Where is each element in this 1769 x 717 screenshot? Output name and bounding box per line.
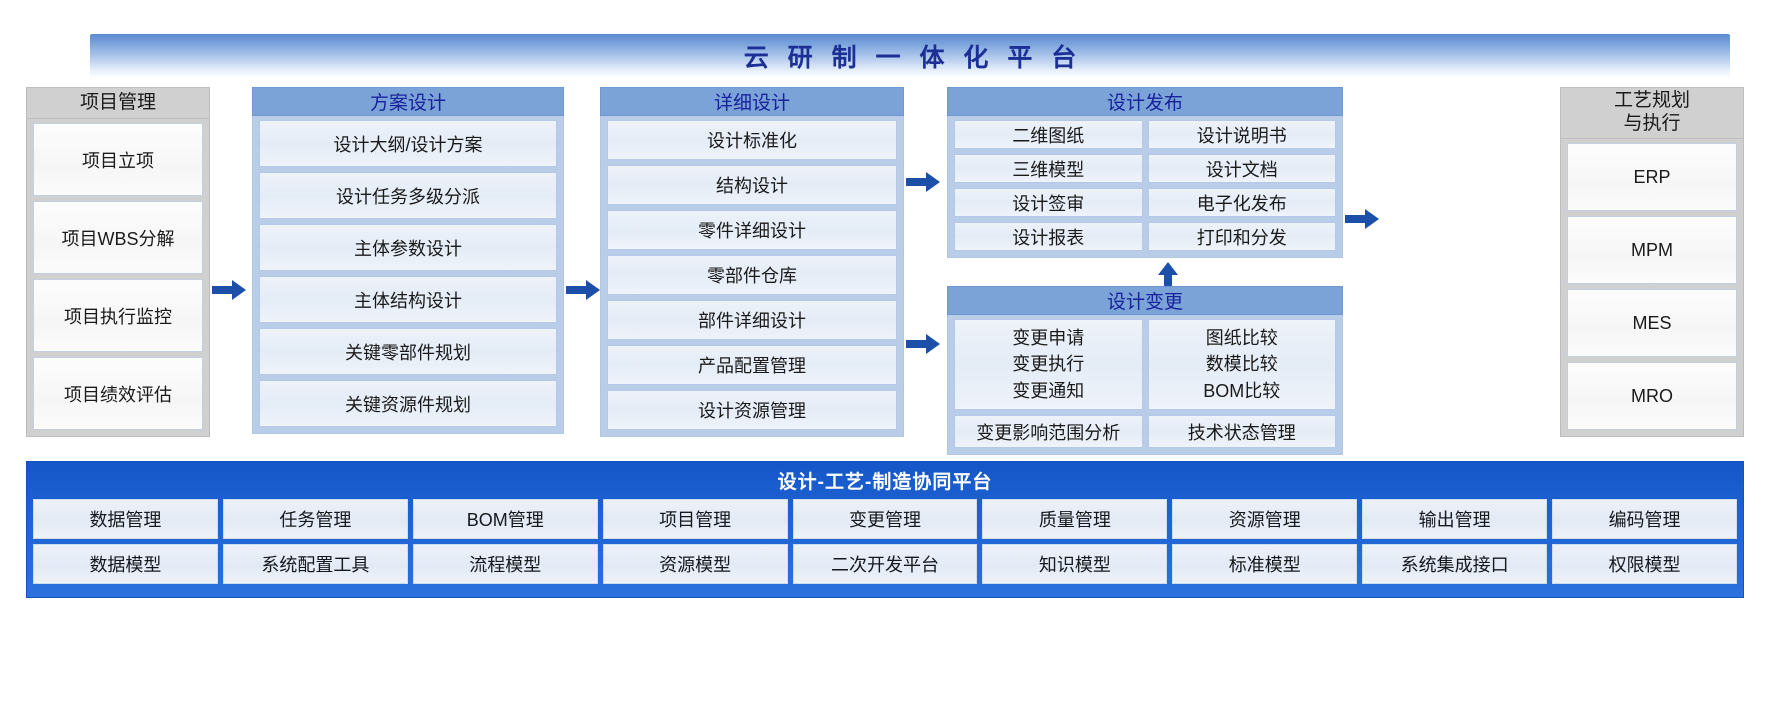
platform-r1-c1[interactable]: 数据管理	[33, 499, 218, 539]
arrow-release-to-process	[1345, 207, 1381, 231]
panel-project-management-body: 项目立项 项目WBS分解 项目执行监控 项目绩效评估	[26, 119, 210, 437]
panel-detail-design: 详细设计 设计标准化 结构设计 零件详细设计 零部件仓库 部件详细设计 产品配置…	[600, 87, 904, 437]
scheme-item-0[interactable]: 设计大纲/设计方案	[259, 120, 557, 167]
process-item-1[interactable]: MPM	[1567, 216, 1737, 284]
platform-r1-c9[interactable]: 编码管理	[1552, 499, 1738, 539]
scheme-item-3[interactable]: 主体结构设计	[259, 276, 557, 323]
release-left-item-2[interactable]: 设计签审	[954, 188, 1143, 217]
panel-project-management-title: 项目管理	[26, 87, 210, 119]
platform-r2-c9[interactable]: 权限模型	[1552, 544, 1738, 584]
release-right-item-0[interactable]: 设计说明书	[1147, 120, 1336, 149]
collaboration-platform: 设计-工艺-制造协同平台 数据管理 任务管理 BOM管理 项目管理 变更管理 质…	[26, 461, 1744, 598]
release-left-item-3[interactable]: 设计报表	[954, 222, 1143, 251]
scheme-item-5[interactable]: 关键资源件规划	[259, 380, 557, 427]
platform-r1-c6[interactable]: 质量管理	[982, 499, 1168, 539]
detail-item-1[interactable]: 结构设计	[607, 165, 897, 205]
release-right-column: 设计说明书 设计文档 电子化发布 打印和分发	[1147, 120, 1336, 251]
arrow-detail-to-change	[906, 332, 942, 356]
panel-design-change: 设计变更 变更申请 变更执行 变更通知 图纸比较 数模比较 BOM比较 变更影响…	[947, 286, 1343, 455]
platform-r1-c3[interactable]: BOM管理	[412, 499, 598, 539]
platform-r2-c6[interactable]: 知识模型	[982, 544, 1168, 584]
arrow-detail-to-release	[906, 170, 942, 194]
panel-design-release: 设计发布 二维图纸 三维模型 设计签审 设计报表 设计说明书 设计文档 电子化发…	[947, 87, 1343, 258]
release-grid: 二维图纸 三维模型 设计签审 设计报表 设计说明书 设计文档 电子化发布 打印和…	[954, 120, 1336, 251]
project-item-3[interactable]: 项目绩效评估	[33, 357, 203, 430]
release-right-item-1[interactable]: 设计文档	[1147, 154, 1336, 183]
release-right-item-2[interactable]: 电子化发布	[1147, 188, 1336, 217]
panel-scheme-design: 方案设计 设计大纲/设计方案 设计任务多级分派 主体参数设计 主体结构设计 关键…	[252, 87, 564, 434]
detail-item-4[interactable]: 部件详细设计	[607, 300, 897, 340]
platform-r2-c2[interactable]: 系统配置工具	[222, 544, 408, 584]
arrow-project-to-scheme	[212, 278, 248, 302]
process-item-3[interactable]: MRO	[1567, 362, 1737, 430]
panel-detail-design-body: 设计标准化 结构设计 零件详细设计 零部件仓库 部件详细设计 产品配置管理 设计…	[600, 116, 904, 437]
top-banner: 云 研 制 一 体 化 平 台	[90, 34, 1730, 78]
change-grid-bottom: 变更影响范围分析 技术状态管理	[954, 415, 1336, 448]
panel-process-planning-body: ERP MPM MES MRO	[1560, 139, 1744, 437]
platform-r2-c5[interactable]: 二次开发平台	[792, 544, 978, 584]
platform-r1-c8[interactable]: 输出管理	[1362, 499, 1548, 539]
release-left-item-0[interactable]: 二维图纸	[954, 120, 1143, 149]
panel-process-planning: 工艺规划 与执行 ERP MPM MES MRO	[1560, 87, 1744, 437]
arrow-scheme-to-detail	[566, 278, 602, 302]
platform-row-1: 数据管理 任务管理 BOM管理 项目管理 变更管理 质量管理 资源管理 输出管理…	[33, 499, 1738, 539]
panel-scheme-design-title: 方案设计	[252, 87, 564, 116]
project-item-0[interactable]: 项目立项	[33, 123, 203, 196]
change-grid-top: 变更申请 变更执行 变更通知 图纸比较 数模比较 BOM比较	[954, 319, 1336, 410]
panel-design-release-body: 二维图纸 三维模型 设计签审 设计报表 设计说明书 设计文档 电子化发布 打印和…	[947, 116, 1343, 258]
platform-r2-c1[interactable]: 数据模型	[33, 544, 218, 584]
platform-r2-c8[interactable]: 系统集成接口	[1362, 544, 1548, 584]
platform-r1-c7[interactable]: 资源管理	[1172, 499, 1358, 539]
change-technical-state[interactable]: 技术状态管理	[1147, 415, 1336, 448]
platform-r1-c5[interactable]: 变更管理	[792, 499, 978, 539]
panel-design-release-title: 设计发布	[947, 87, 1343, 116]
detail-item-5[interactable]: 产品配置管理	[607, 345, 897, 385]
scheme-item-1[interactable]: 设计任务多级分派	[259, 172, 557, 219]
detail-item-6[interactable]: 设计资源管理	[607, 390, 897, 430]
panel-design-change-body: 变更申请 变更执行 变更通知 图纸比较 数模比较 BOM比较 变更影响范围分析 …	[947, 315, 1343, 455]
change-request-group[interactable]: 变更申请 变更执行 变更通知	[954, 319, 1143, 410]
release-right-item-3[interactable]: 打印和分发	[1147, 222, 1336, 251]
change-impact-analysis[interactable]: 变更影响范围分析	[954, 415, 1143, 448]
panel-design-change-title: 设计变更	[947, 286, 1343, 315]
detail-item-0[interactable]: 设计标准化	[607, 120, 897, 160]
change-compare-group[interactable]: 图纸比较 数模比较 BOM比较	[1147, 319, 1336, 410]
project-item-1[interactable]: 项目WBS分解	[33, 201, 203, 274]
platform-grid: 数据管理 任务管理 BOM管理 项目管理 变更管理 质量管理 资源管理 输出管理…	[27, 499, 1743, 591]
platform-r2-c7[interactable]: 标准模型	[1172, 544, 1358, 584]
release-left-column: 二维图纸 三维模型 设计签审 设计报表	[954, 120, 1143, 251]
panel-scheme-design-body: 设计大纲/设计方案 设计任务多级分派 主体参数设计 主体结构设计 关键零部件规划…	[252, 116, 564, 434]
process-item-2[interactable]: MES	[1567, 289, 1737, 357]
project-item-2[interactable]: 项目执行监控	[33, 279, 203, 352]
platform-title: 设计-工艺-制造协同平台	[777, 472, 993, 493]
scheme-item-2[interactable]: 主体参数设计	[259, 224, 557, 271]
platform-r1-c2[interactable]: 任务管理	[222, 499, 408, 539]
platform-row-2: 数据模型 系统配置工具 流程模型 资源模型 二次开发平台 知识模型 标准模型 系…	[33, 544, 1738, 584]
platform-r2-c3[interactable]: 流程模型	[412, 544, 598, 584]
panel-process-planning-title: 工艺规划 与执行	[1560, 87, 1744, 139]
release-left-item-1[interactable]: 三维模型	[954, 154, 1143, 183]
change-top-left-col: 变更申请 变更执行 变更通知	[954, 319, 1143, 410]
page-title: 云 研 制 一 体 化 平 台	[743, 44, 1083, 72]
detail-item-2[interactable]: 零件详细设计	[607, 210, 897, 250]
platform-r2-c4[interactable]: 资源模型	[602, 544, 788, 584]
panel-detail-design-title: 详细设计	[600, 87, 904, 116]
change-top-right-col: 图纸比较 数模比较 BOM比较	[1147, 319, 1336, 410]
scheme-item-4[interactable]: 关键零部件规划	[259, 328, 557, 375]
platform-r1-c4[interactable]: 项目管理	[602, 499, 788, 539]
change-bottom-left-col: 变更影响范围分析	[954, 415, 1143, 448]
panel-project-management: 项目管理 项目立项 项目WBS分解 项目执行监控 项目绩效评估	[26, 87, 210, 437]
detail-item-3[interactable]: 零部件仓库	[607, 255, 897, 295]
arrow-change-to-release-up	[1156, 261, 1180, 297]
change-bottom-right-col: 技术状态管理	[1147, 415, 1336, 448]
process-item-0[interactable]: ERP	[1567, 143, 1737, 211]
